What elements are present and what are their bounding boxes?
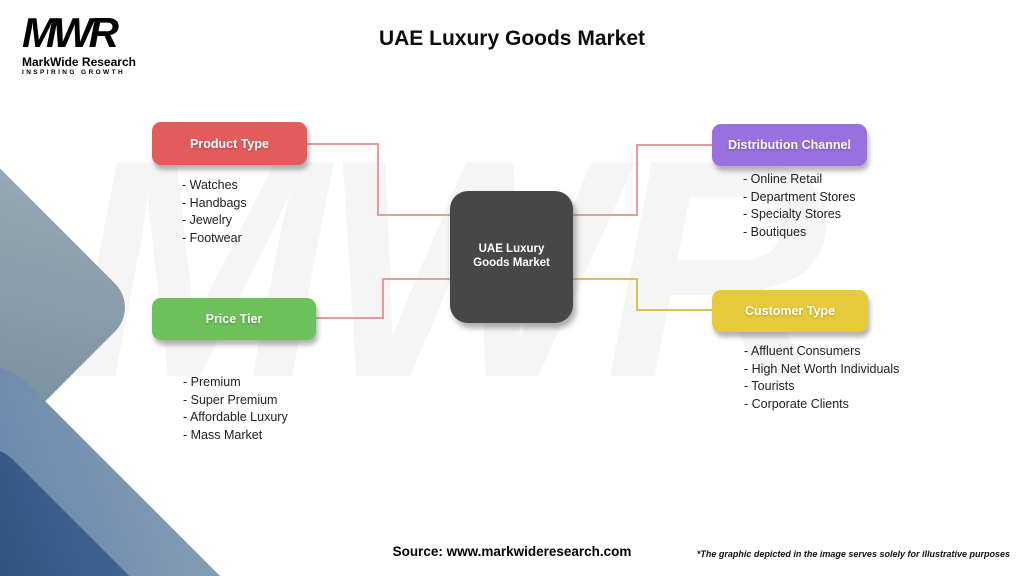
list-item: - Handbags	[182, 195, 247, 210]
list-customer-type: - Affluent Consumers - High Net Worth In…	[744, 343, 899, 413]
list-price-tier: - Premium - Super Premium - Affordable L…	[183, 374, 288, 444]
list-item: - Department Stores	[743, 189, 856, 204]
list-item: - Mass Market	[183, 427, 263, 442]
list-item: - Tourists	[744, 379, 795, 393]
source-label: Source:	[392, 544, 443, 559]
connector-distribution-channel	[636, 144, 638, 216]
page-title: UAE Luxury Goods Market	[378, 27, 646, 50]
list-product-type: - Watches - Handbags - Jewelry - Footwea…	[182, 177, 247, 247]
node-customer-type: Customer Type	[712, 290, 868, 332]
node-distribution-channel: Distribution Channel	[712, 124, 867, 166]
list-item: - Specialty Stores	[743, 207, 841, 221]
logo-tagline: INSPIRING GROWTH	[22, 69, 126, 76]
brand-logo: MWR MarkWide Research INSPIRING GROWTH	[22, 12, 136, 77]
list-item: - Jewelry	[182, 213, 233, 227]
list-item: - Super Premium	[183, 392, 278, 407]
list-item: - Boutiques	[743, 224, 807, 239]
list-item: - Affordable Luxury	[183, 410, 288, 424]
list-item: - Corporate Clients	[744, 396, 849, 411]
connector-price-tier	[316, 317, 383, 319]
connector-distribution-channel	[637, 144, 712, 146]
list-item: - Affluent Consumers	[744, 344, 861, 358]
connector-customer-type	[573, 278, 638, 280]
list-item: - Watches	[182, 178, 238, 192]
list-distribution-channel: - Online Retail - Department Stores - Sp…	[743, 171, 856, 241]
list-item: - Footwear	[182, 230, 242, 245]
connector-distribution-channel	[573, 214, 638, 216]
logo-name: MarkWide Research	[22, 55, 136, 69]
list-item: - Premium	[183, 375, 241, 389]
source-url: www.markwideresearch.com	[446, 544, 632, 559]
connector-price-tier	[382, 278, 384, 319]
central-node: UAE Luxury Goods Market	[450, 191, 573, 323]
connector-product-type	[307, 143, 378, 145]
node-price-tier: Price Tier	[152, 298, 316, 340]
connector-price-tier	[382, 278, 450, 280]
connector-product-type	[377, 143, 379, 216]
connector-product-type	[377, 214, 450, 216]
connector-customer-type	[636, 278, 638, 311]
disclaimer-text: *The graphic depicted in the image serve…	[696, 549, 1010, 559]
source-text: Source: www.markwideresearch.com	[0, 544, 1024, 559]
list-item: - Online Retail	[743, 172, 823, 186]
connector-customer-type	[637, 309, 712, 311]
logo-mark: MWR	[22, 9, 119, 56]
list-item: - High Net Worth Individuals	[744, 361, 900, 376]
node-product-type: Product Type	[152, 122, 307, 165]
